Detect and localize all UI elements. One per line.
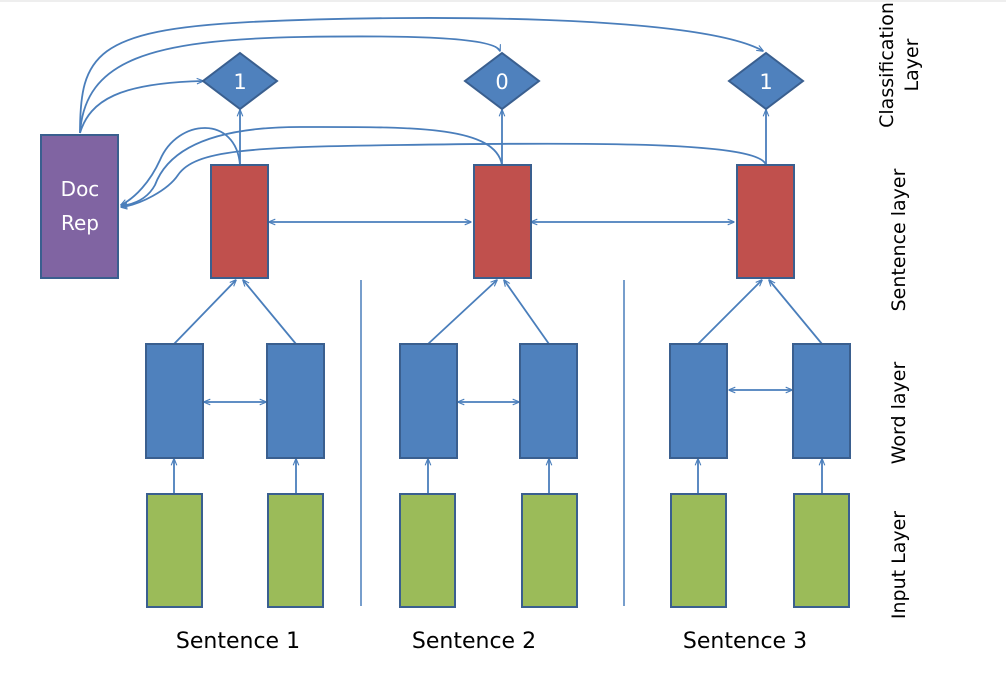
sentence-node <box>473 164 532 279</box>
arrow-docrep-to-classification <box>79 81 203 134</box>
sentence-layer-nodes <box>210 164 795 279</box>
arrow-docrep-to-classification <box>79 17 763 134</box>
arrow-sentence-to-docrep <box>121 126 503 206</box>
word-node <box>792 343 851 459</box>
arrow-sentence-to-docrep <box>121 127 241 205</box>
arrow-word-to-sentence <box>504 280 550 345</box>
sentence-label-3: Sentence 3 <box>683 629 807 654</box>
classification-value: 1 <box>759 70 772 94</box>
arrow-sentence-to-docrep <box>121 142 767 207</box>
arrow-word-to-sentence <box>427 280 497 345</box>
arrow-word-to-sentence <box>173 280 236 345</box>
sentence-label-2: Sentence 2 <box>412 629 536 654</box>
classification-value: 1 <box>233 70 246 94</box>
classification-diamond <box>201 51 279 111</box>
layer-label-word: Word layer <box>888 362 910 465</box>
layer-label-sentence: Sentence layer <box>888 168 910 311</box>
layer-label-classification-line2: Layer <box>901 38 923 91</box>
input-node <box>399 493 456 608</box>
arrow-word-to-sentence <box>769 280 823 345</box>
classification-diamond <box>727 51 805 111</box>
input-node <box>521 493 578 608</box>
classification-value: 0 <box>495 70 508 94</box>
sentence-node <box>210 164 269 279</box>
doc-rep-label-line2: Rep <box>61 211 99 235</box>
word-node <box>145 343 204 459</box>
doc-rep-label-line1: Doc <box>61 177 100 201</box>
arrow-word-to-sentence <box>697 280 762 345</box>
layer-label-input: Input Layer <box>888 511 910 619</box>
input-layer-nodes <box>146 493 850 608</box>
layer-label-classification-line1: Classification <box>876 2 898 128</box>
input-node <box>793 493 850 608</box>
classification-node: 1 <box>201 51 279 111</box>
connections <box>79 17 823 494</box>
sentence-node <box>736 164 795 279</box>
arrow-word-to-sentence <box>243 280 297 345</box>
classification-node: 1 <box>727 51 805 111</box>
classification-layer-nodes: 1 0 1 <box>201 51 805 111</box>
sentence-label-1: Sentence 1 <box>176 629 300 654</box>
arrow-docrep-to-classification <box>79 35 500 134</box>
word-layer-nodes <box>145 343 851 459</box>
classification-diamond <box>463 51 541 111</box>
input-node <box>267 493 324 608</box>
word-node <box>669 343 728 459</box>
word-node <box>399 343 458 459</box>
input-node <box>146 493 203 608</box>
doc-rep-node: Doc Rep <box>40 134 119 279</box>
word-node <box>519 343 578 459</box>
word-node <box>266 343 325 459</box>
doc-rep-box <box>40 134 119 279</box>
classification-node: 0 <box>463 51 541 111</box>
input-node <box>670 493 727 608</box>
